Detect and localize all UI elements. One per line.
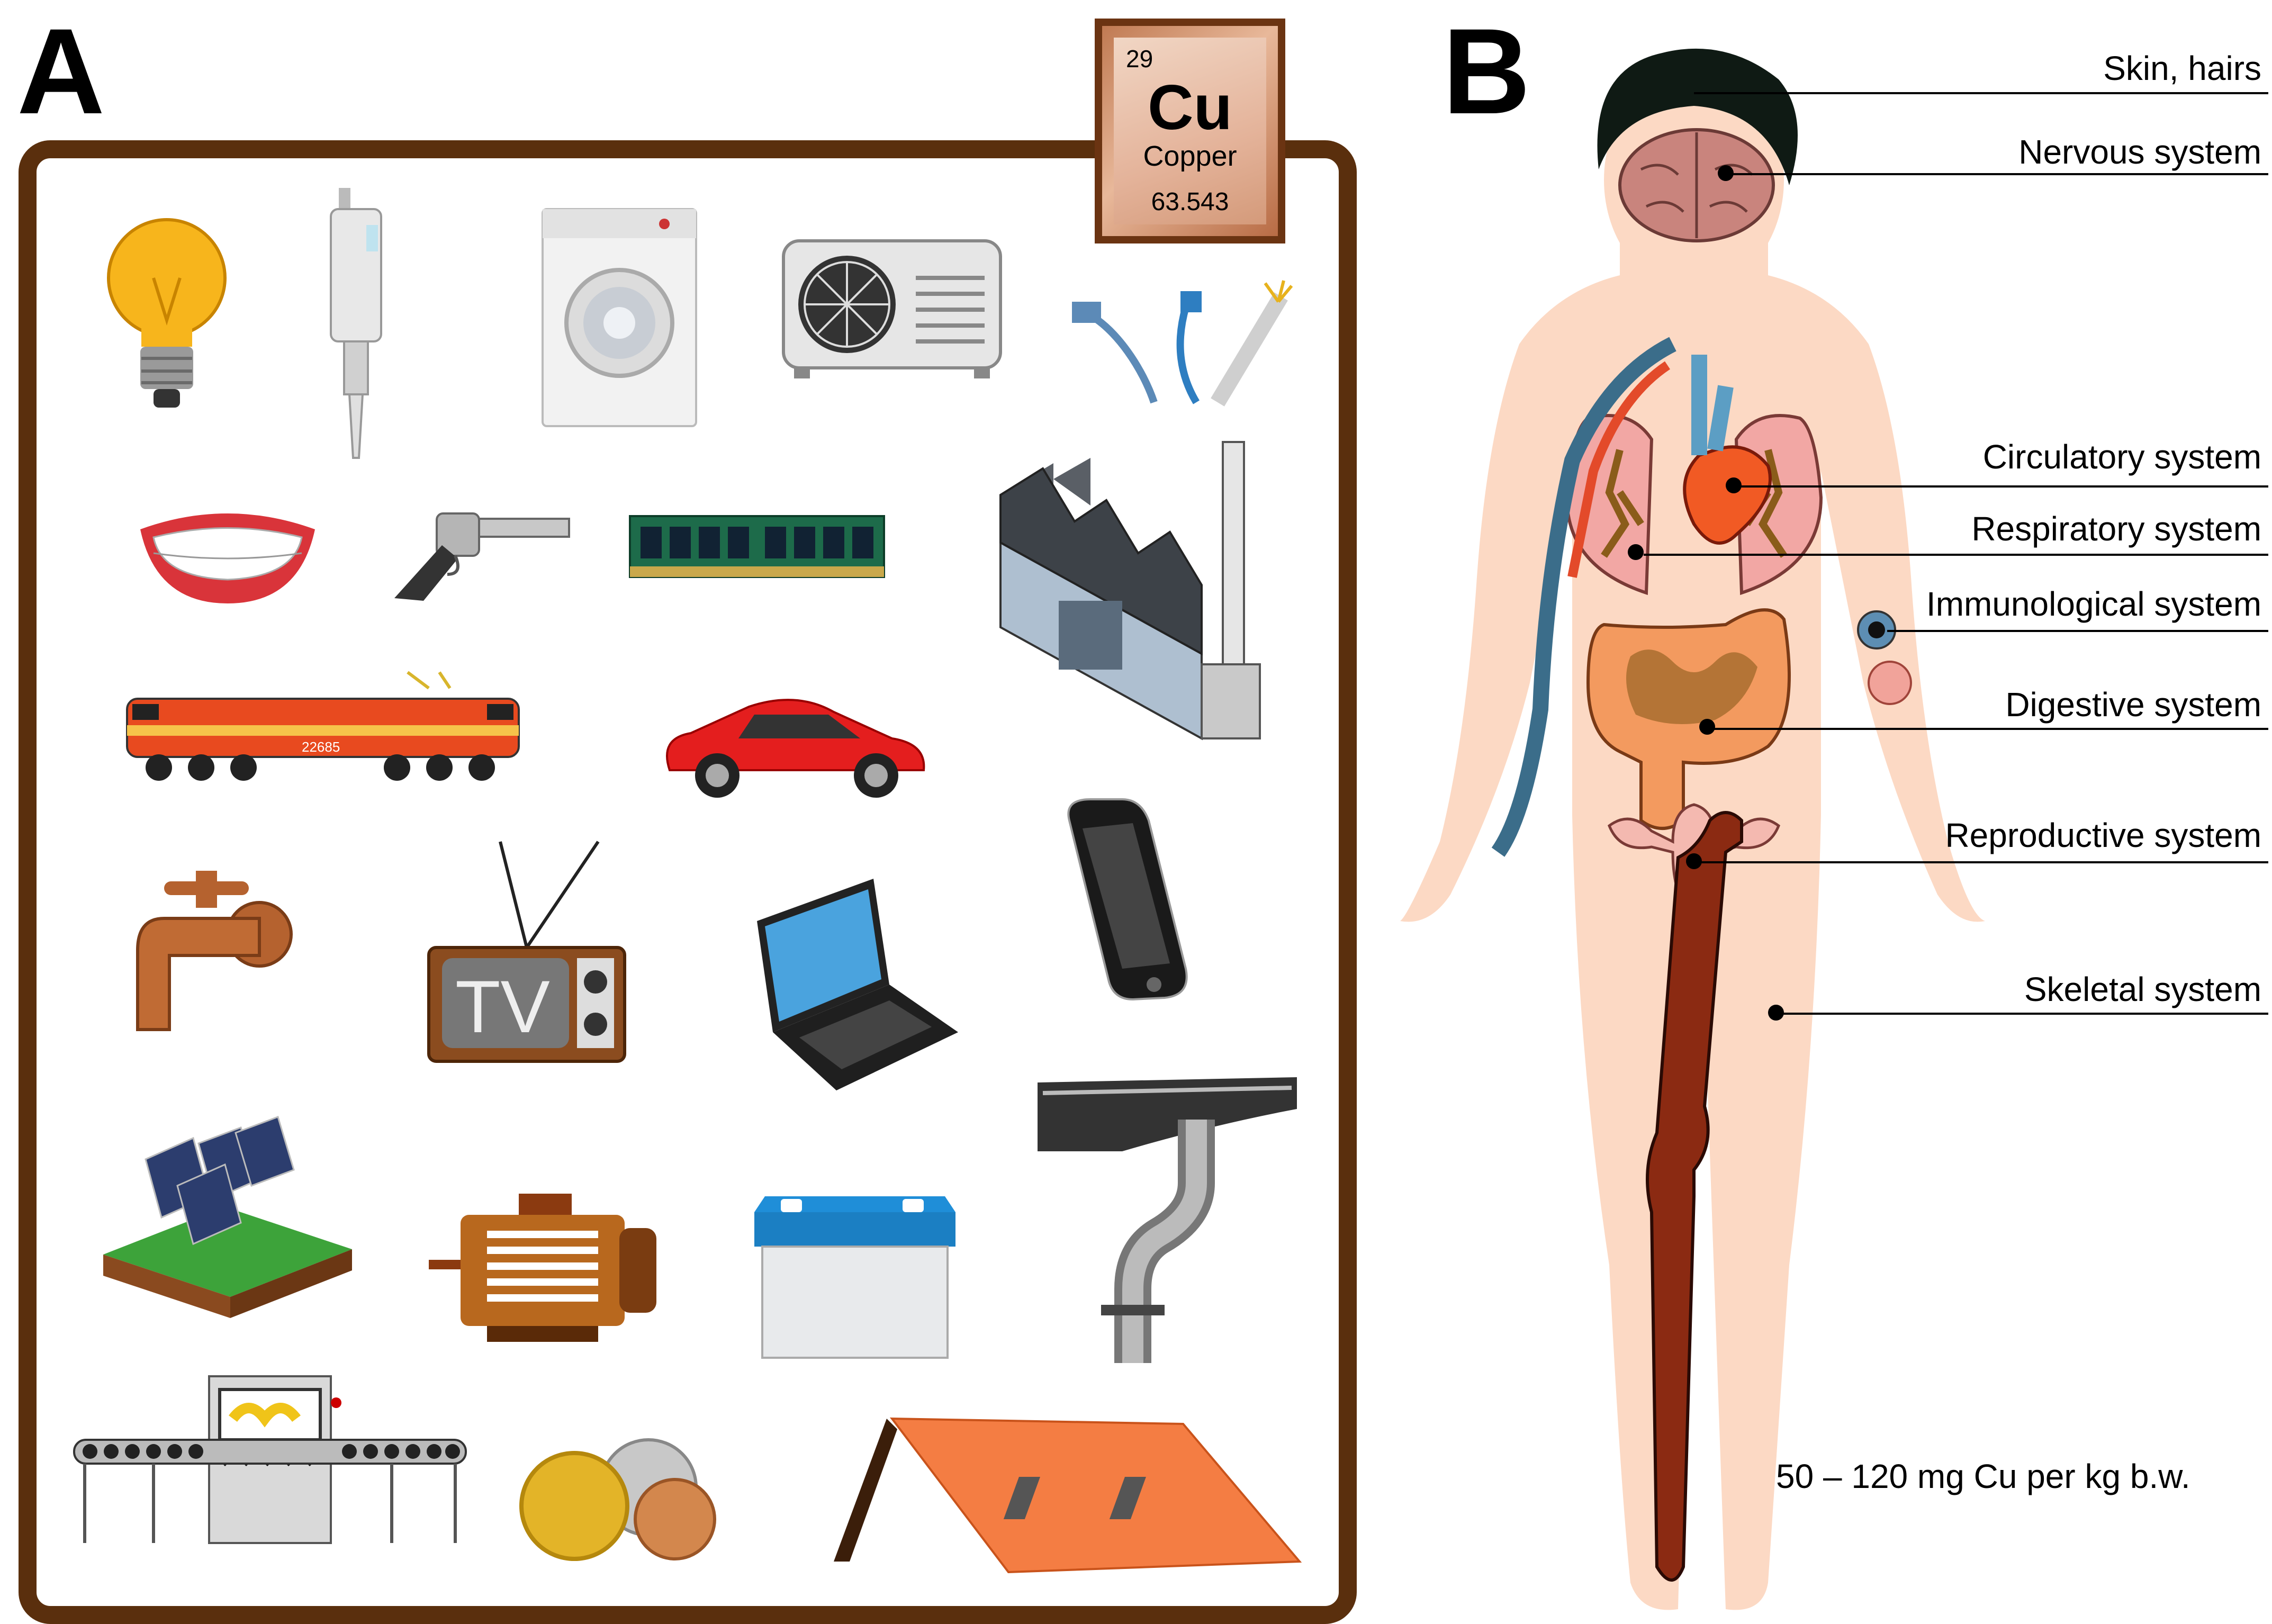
label-skin-hairs: Skin, hairs [2103, 49, 2261, 87]
reproductive-system-leader [1697, 861, 2268, 863]
label-respiratory-system: Respiratory system [1971, 510, 2261, 548]
pipette-icon [330, 188, 382, 459]
panel-a-letter: A [17, 3, 105, 139]
television-icon: TV [427, 841, 626, 1063]
ram-module-icon [629, 515, 885, 578]
air-conditioner-icon [782, 239, 1002, 378]
digestive-system-leader [1710, 728, 2268, 730]
electric-motor-icon [429, 1194, 656, 1342]
panel-b-letter: B [1442, 3, 1531, 139]
light-bulb-icon [107, 218, 227, 408]
label-reproductive-system: Reproductive system [1945, 816, 2261, 854]
element-symbol: Cu [1148, 72, 1232, 143]
label-circulatory-system: Circulatory system [1982, 438, 2261, 476]
car-battery-icon [754, 1196, 955, 1359]
factory-icon [999, 441, 1261, 741]
copper-element-tile: 29 Cu Copper 63.543 [1095, 19, 1285, 243]
circulatory-system-dot [1726, 477, 1742, 493]
coins-icon [519, 1438, 716, 1561]
human-body-figure [1400, 48, 1985, 1610]
immunological-system-leader [1887, 630, 2268, 632]
skeletal-system-dot [1768, 1005, 1784, 1021]
revolver-icon [394, 512, 570, 601]
circulatory-system-leader [1734, 485, 2268, 488]
roof-icon [834, 1417, 1302, 1574]
skeletal-system-leader [1781, 1013, 2268, 1015]
respiratory-system-leader [1644, 554, 2268, 556]
atomic-number: 29 [1126, 45, 1153, 73]
car-icon [666, 699, 925, 798]
skin-hairs-leader [1694, 92, 2268, 94]
smartphone-icon [1067, 798, 1188, 1001]
teeth-icon [140, 513, 315, 603]
laptop-icon [757, 879, 958, 1090]
solar-panels-icon [103, 1116, 352, 1318]
label-digestive-system: Digestive system [2005, 685, 2261, 724]
label-skeletal-system: Skeletal system [2024, 970, 2261, 1008]
cables-icon [1072, 280, 1293, 407]
train-number: 22685 [302, 739, 340, 755]
rain-gutter-icon [1038, 1077, 1297, 1363]
digestive-system-dot [1699, 719, 1715, 735]
copper-content-footnote: 50 – 120 mg Cu per kg b.w. [1776, 1457, 2190, 1495]
nervous-system-dot [1718, 165, 1734, 181]
locomotive-icon: 22685 [126, 671, 520, 781]
element-name: Copper [1143, 140, 1237, 172]
label-nervous-system: Nervous system [2018, 133, 2261, 171]
atomic-mass: 63.543 [1151, 188, 1229, 216]
washing-machine-icon [542, 208, 697, 427]
faucet-icon [136, 871, 293, 1031]
label-immunological-system: Immunological system [1926, 585, 2261, 623]
reproductive-system-dot [1686, 853, 1702, 869]
tv-screen-text: TV [455, 965, 550, 1048]
conveyor-machine-icon [73, 1375, 467, 1544]
respiratory-system-dot [1628, 544, 1644, 560]
nervous-system-leader [1726, 173, 2268, 175]
